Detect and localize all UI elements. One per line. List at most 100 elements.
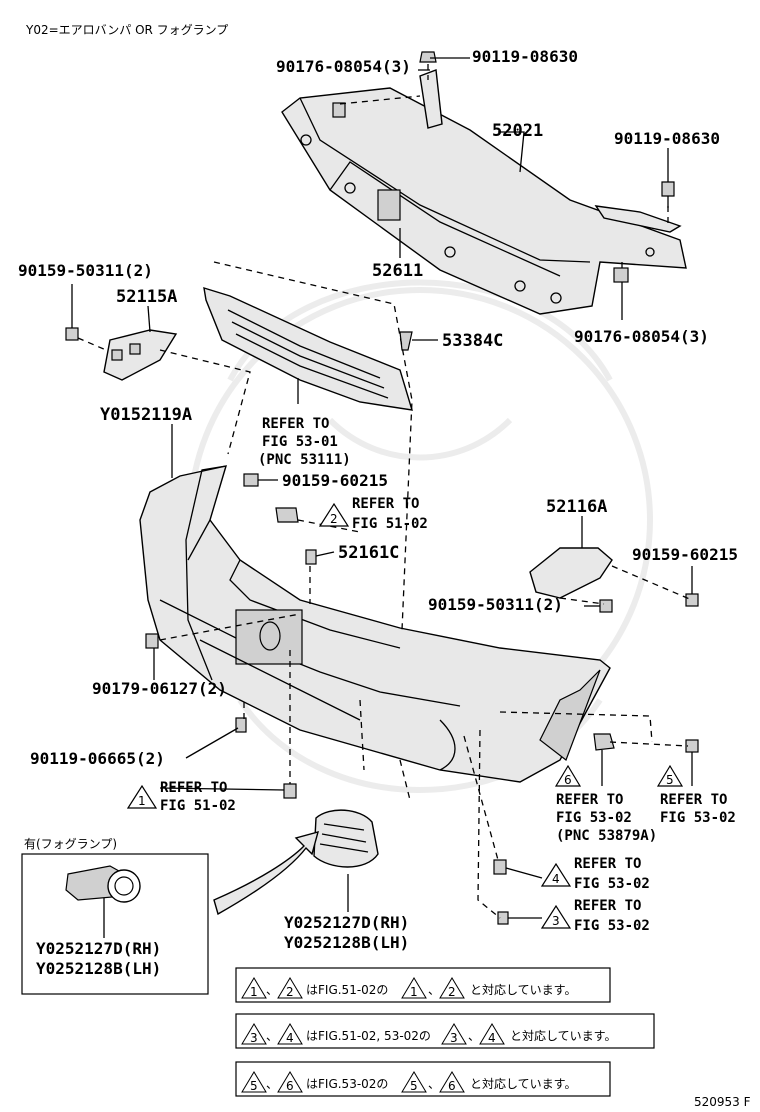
clip-90179 (145, 633, 159, 649)
callout-90159-60215-mid: 90159-60215 (282, 471, 388, 490)
callout-52611: 52611 (372, 261, 423, 281)
inset-box (21, 853, 209, 995)
svg-text:、: 、 (266, 983, 278, 997)
triangle-3: 3 (540, 904, 572, 929)
callout-90119-06665: 90119-06665(2) (30, 749, 165, 768)
note-box-2: 3 、 4 はFIG.51-02, 53-02の 3 、 4 と対応しています。 (235, 1013, 655, 1049)
triangle-5: 5 (656, 764, 684, 787)
callout-90179: 90179-06127(2) (92, 679, 227, 698)
svg-text:4: 4 (552, 872, 560, 886)
bolt-90176-top (332, 102, 346, 118)
refer-53-01-line3: (PNC 53111) (258, 452, 351, 468)
svg-text:1: 1 (410, 985, 418, 999)
note-box-3: 5 、 6 はFIG.53-02の 5 、 6 と対応しています。 (235, 1061, 611, 1097)
callout-52116a: 52116A (546, 497, 607, 517)
callout-fog-rh: Y0252127D(RH) (284, 913, 409, 932)
inset-fog-lamp (65, 865, 141, 903)
svg-text:、: 、 (468, 1029, 480, 1043)
triangle-6: 6 (554, 764, 582, 787)
bolt-90159-50311-left (65, 327, 79, 341)
refer-1-line1: REFER TO (160, 780, 227, 796)
svg-text:1: 1 (250, 985, 258, 999)
note-box-1: 1 、 2 はFIG.51-02の 1 、 2 と対応しています。 (235, 967, 611, 1003)
svg-text:4: 4 (286, 1031, 294, 1045)
refer-6-line1: REFER TO (556, 792, 623, 808)
fog-arrow (213, 831, 319, 916)
svg-text:と対応しています。: と対応しています。 (510, 1029, 616, 1043)
front-bumper-cover (139, 465, 611, 783)
clip-90159-50311-right (599, 599, 613, 613)
svg-text:はFIG.51-02の: はFIG.51-02の (306, 983, 388, 997)
refer-53-01-line2: FIG 53-01 (262, 434, 338, 450)
clip-90159-60215-right (685, 593, 699, 607)
svg-text:2: 2 (330, 512, 338, 526)
bolt-90119-06665 (235, 717, 247, 733)
svg-text:6: 6 (564, 773, 572, 787)
bolt-90119-top (419, 51, 437, 63)
refer-6-line3: (PNC 53879A) (556, 828, 657, 844)
svg-text:3: 3 (450, 1031, 458, 1045)
clip-90159-60215-mid (243, 473, 259, 487)
svg-text:2: 2 (286, 985, 294, 999)
refer-5-line2: FIG 53-02 (660, 810, 736, 826)
svg-text:5: 5 (250, 1079, 258, 1093)
svg-text:4: 4 (488, 1031, 496, 1045)
header-title: Y02=エアロバンパ OR フォグランプ (25, 23, 228, 37)
bracket-52115a (103, 329, 178, 381)
svg-text:、: 、 (266, 1029, 278, 1043)
callout-53384c: 53384C (442, 331, 503, 351)
callout-y0152119a: Y0152119A (100, 405, 192, 425)
svg-text:6: 6 (286, 1079, 294, 1093)
svg-text:2: 2 (448, 985, 456, 999)
refer-1-line2: FIG 51-02 (160, 798, 236, 814)
clip-tri6 (593, 733, 615, 751)
bolt-tri1 (283, 783, 297, 799)
svg-text:3: 3 (250, 1031, 258, 1045)
svg-text:6: 6 (448, 1079, 456, 1093)
inset-callout-lh: Y0252128B(LH) (36, 959, 161, 978)
svg-text:5: 5 (666, 773, 674, 787)
refer-2-line2: FIG 51-02 (352, 516, 428, 532)
triangle-1: 1 (126, 784, 158, 809)
leader-lines (71, 57, 693, 938)
clip-tri4 (493, 859, 507, 875)
callout-fog-lh: Y0252128B(LH) (284, 933, 409, 952)
svg-text:1: 1 (138, 794, 146, 808)
callout-90119-right: 90119-08630 (614, 129, 720, 148)
inset-title: 有(フォグランプ) (24, 837, 117, 851)
fog-lamp-cover (313, 809, 379, 868)
callout-90176-top: 90176-08054(3) (276, 57, 411, 76)
footer-code: 520953 F (694, 1095, 751, 1109)
refer-3-line1: REFER TO (574, 898, 641, 914)
svg-text:3: 3 (552, 914, 560, 928)
clip-52161c (305, 549, 317, 565)
triangle-2: 2 (318, 502, 350, 527)
bumper-reinforcement (281, 69, 687, 315)
svg-text:5: 5 (410, 1079, 418, 1093)
radiator-grille (203, 286, 413, 411)
svg-text:、: 、 (428, 1077, 440, 1091)
callout-52021: 52021 (492, 121, 543, 141)
svg-text:、: 、 (266, 1077, 278, 1091)
refer-4-line2: FIG 53-02 (574, 876, 650, 892)
svg-text:、: 、 (428, 983, 440, 997)
inset-callout-rh: Y0252127D(RH) (36, 939, 161, 958)
callout-90159-60215-right: 90159-60215 (632, 545, 738, 564)
callout-52161c: 52161C (338, 543, 399, 563)
clip-53384c (399, 331, 413, 351)
refer-2-line1: REFER TO (352, 496, 419, 512)
svg-text:はFIG.53-02の: はFIG.53-02の (306, 1077, 388, 1091)
refer-53-01-line1: REFER TO (262, 416, 329, 432)
svg-text:はFIG.51-02, 53-02の: はFIG.51-02, 53-02の (306, 1029, 431, 1043)
callout-90159-50311-left: 90159-50311(2) (18, 261, 153, 280)
bolt-90176-right (613, 267, 629, 283)
callout-90119-top: 90119-08630 (472, 47, 578, 66)
refer-4-line1: REFER TO (574, 856, 641, 872)
nut-tri2 (275, 507, 299, 523)
retainer-52116a (529, 547, 613, 599)
bolt-90119-right (661, 181, 675, 208)
svg-text:と対応しています。: と対応しています。 (470, 1077, 576, 1091)
callout-52115a: 52115A (116, 287, 177, 307)
triangle-4: 4 (540, 862, 572, 887)
